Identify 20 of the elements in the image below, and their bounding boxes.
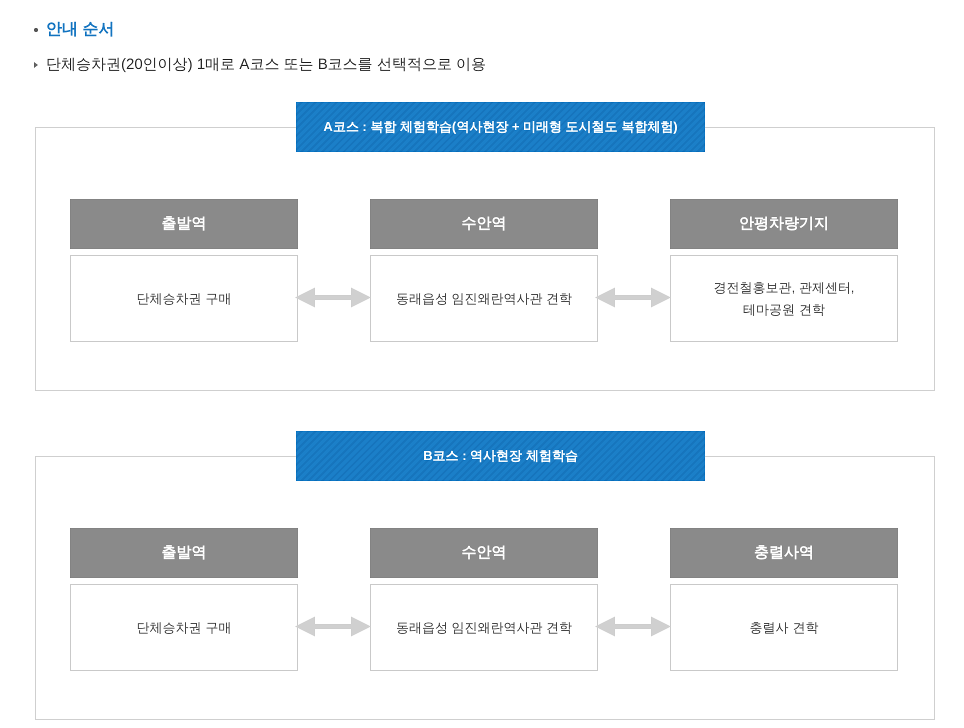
- station-header: 출발역: [70, 528, 298, 578]
- station-header: 안평차량기지: [670, 199, 898, 249]
- station-description: 동래읍성 임진왜란역사관 견학: [370, 255, 598, 342]
- double-arrow: [595, 616, 671, 636]
- station-header: 충렬사역: [670, 528, 898, 578]
- course-title-tab: A코스 : 복합 체험학습(역사현장 + 미래형 도시철도 복합체험): [296, 102, 705, 152]
- station-description: 경전철홍보관, 관제센터, 테마공원 견학: [670, 255, 898, 342]
- section-title: 안내 순서: [46, 20, 114, 40]
- station-description: 단체승차권 구매: [70, 584, 298, 671]
- station-header: 출발역: [70, 199, 298, 249]
- double-arrow: [595, 288, 671, 308]
- station-description: 동래읍성 임진왜란역사관 견학: [370, 584, 598, 671]
- station-header: 수안역: [370, 199, 598, 249]
- course-title-tab: B코스 : 역사현장 체험학습: [296, 431, 705, 481]
- station-header: 수안역: [370, 528, 598, 578]
- double-arrow: [295, 616, 371, 636]
- station-description: 충렬사 견학: [670, 584, 898, 671]
- description-text: 단체승차권(20인이상) 1매로 A코스 또는 B코스를 선택적으로 이용: [46, 55, 486, 75]
- double-arrow: [295, 288, 371, 308]
- station-description: 단체승차권 구매: [70, 255, 298, 342]
